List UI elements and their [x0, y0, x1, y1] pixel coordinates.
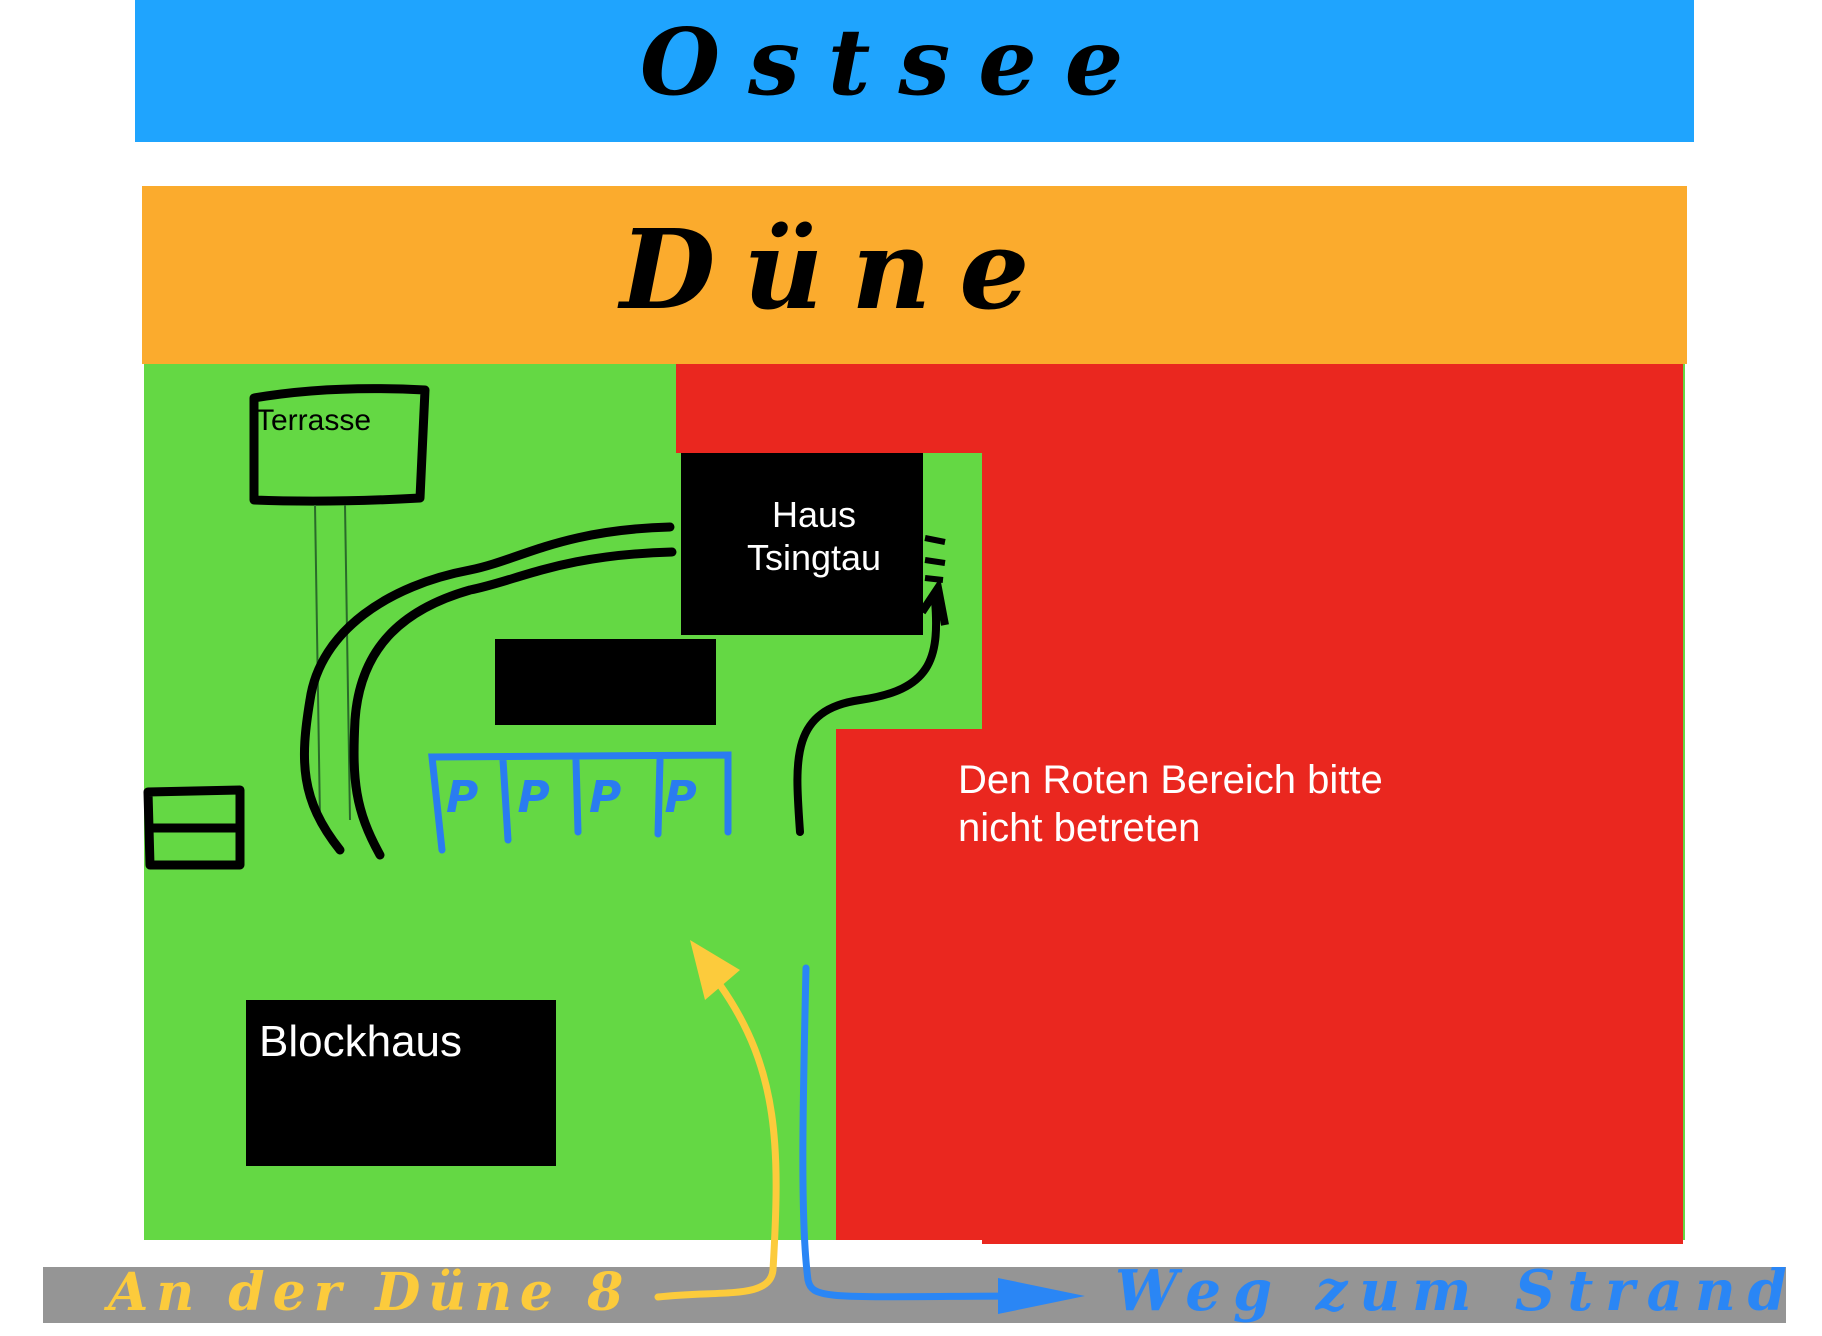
restricted-area-top	[676, 364, 1683, 453]
address-arrow	[654, 981, 780, 1301]
sea-area	[135, 0, 1694, 142]
parking-spot-3: P	[589, 772, 622, 823]
parking-spot-4: P	[664, 772, 697, 823]
restricted-area-right	[982, 450, 1683, 1244]
dune-label: Düne	[620, 205, 1058, 334]
arrow-head-icon	[918, 577, 949, 626]
outbuilding	[495, 639, 716, 725]
driveway-line-2	[349, 547, 677, 860]
terrasse-outline	[249, 384, 430, 506]
driveway-line-1	[299, 522, 675, 855]
steps-icon	[924, 535, 946, 583]
blockhaus	[246, 1000, 556, 1166]
parking-outline	[428, 751, 732, 854]
beach-path-label: Weg zum Strand	[1115, 1258, 1799, 1324]
restricted-area-lower	[836, 729, 986, 1240]
sea-label: Ostsee	[640, 8, 1152, 116]
restricted-notice: Den Roten Bereich bitte nicht betreten	[958, 756, 1383, 852]
restricted-notice-line1: Den Roten Bereich bitte	[958, 758, 1383, 802]
haus-label-line1: Haus	[771, 494, 857, 535]
parking-spot-2: P	[517, 772, 550, 823]
dune-area	[142, 186, 1687, 364]
address-label: An der Düne 8	[108, 1262, 632, 1323]
haus-tsingtau-label: Haus Tsingtau	[681, 493, 947, 579]
haus-label-line2: Tsingtau	[746, 537, 882, 579]
blockhaus-label: Blockhaus	[259, 1017, 463, 1066]
restricted-notice-line2: nicht betreten	[958, 806, 1201, 850]
haus-tsingtau	[681, 453, 923, 635]
beach-arrow-head-icon	[998, 1278, 1085, 1314]
parking-spot-1: P	[446, 772, 479, 823]
beach-arrow	[799, 964, 1014, 1301]
path-arrow-to-haus	[793, 596, 941, 836]
parking-spots: P P P P	[446, 772, 736, 823]
bench-icon	[143, 785, 245, 870]
terrasse-label: Terrasse	[256, 404, 372, 437]
address-arrow-head-icon	[690, 940, 740, 1000]
